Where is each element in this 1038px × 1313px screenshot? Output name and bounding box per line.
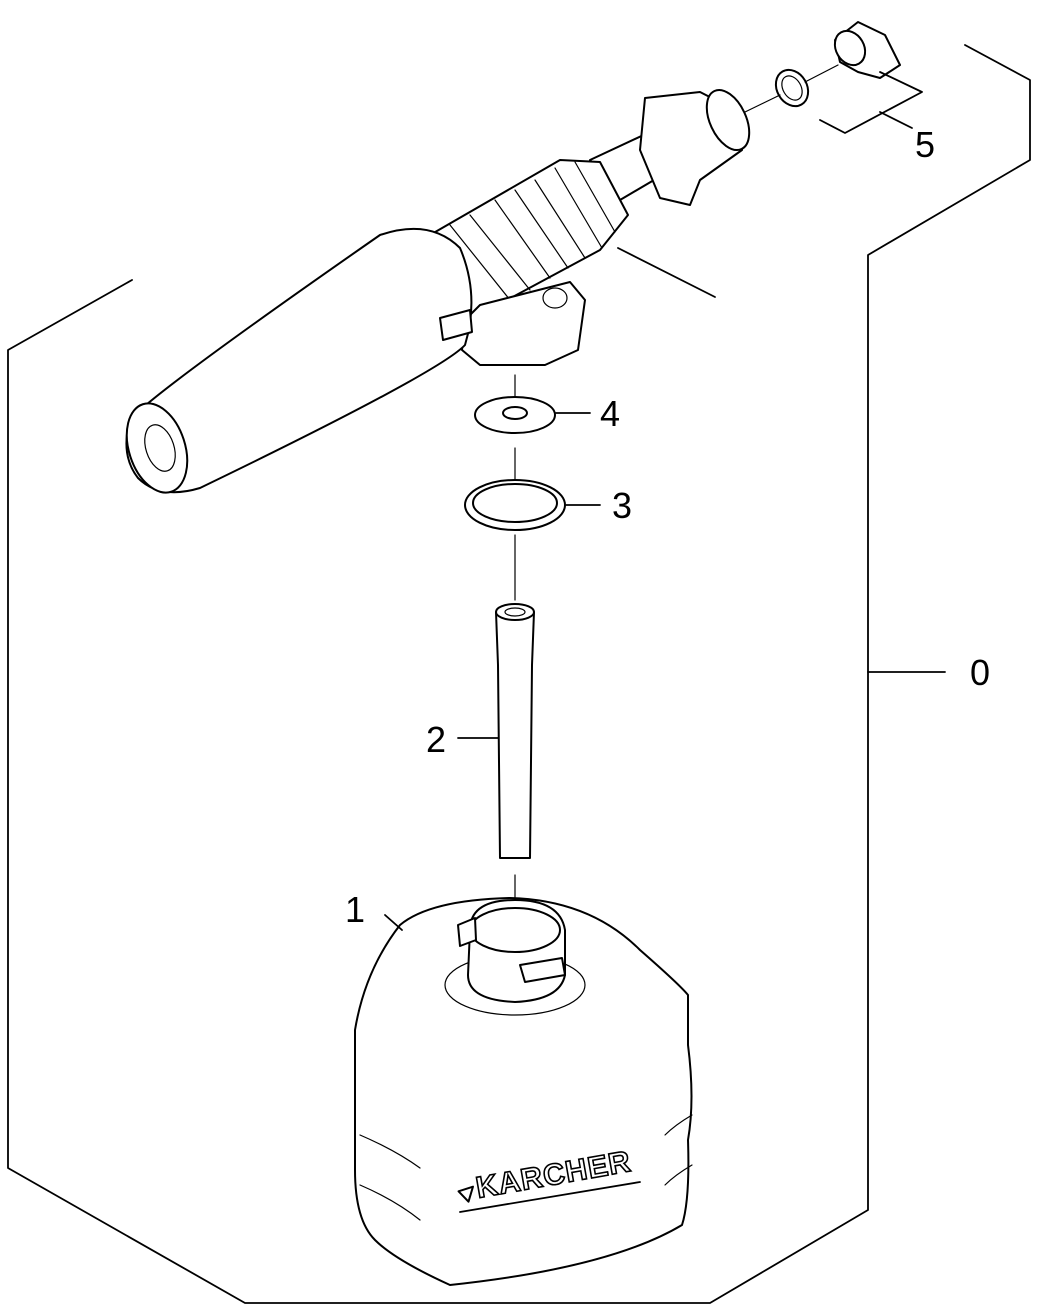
callout-3: 3 [612, 485, 632, 526]
callout-2: 2 [426, 719, 446, 760]
connector-parts [744, 21, 923, 134]
foam-nozzle-head [125, 89, 751, 494]
callout-1: 1 [345, 889, 365, 930]
o-ring [464, 447, 601, 531]
washer [474, 374, 591, 434]
foam-bottle: KARCHER [354, 874, 693, 1286]
assembly-bracket [7, 44, 1031, 1304]
callout-5: 5 [915, 124, 935, 165]
suction-tube [457, 534, 535, 859]
callout-4: 4 [600, 393, 620, 434]
callout-0: 0 [970, 652, 990, 693]
